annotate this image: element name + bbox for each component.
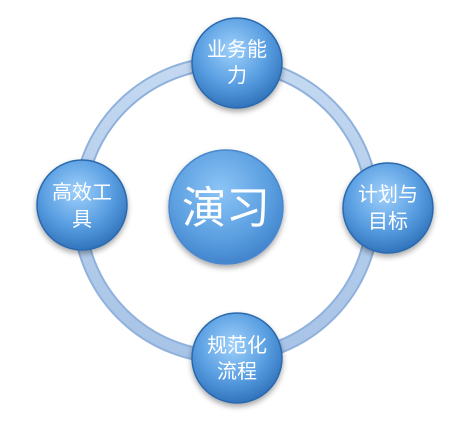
node-efficient-tools: 高效工 具	[36, 159, 128, 251]
node-standardized-process: 规范化 流程	[191, 312, 283, 404]
node-plan-and-goal: 计划与 目标	[342, 162, 434, 254]
node-label-line1: 计划与	[358, 182, 418, 206]
center-node: 演习	[168, 149, 284, 265]
node-label-line1: 业务能	[207, 37, 267, 61]
node-label-line1: 规范化	[207, 333, 267, 357]
node-label-line2: 目标	[368, 209, 408, 233]
node-label-line2: 力	[227, 63, 247, 87]
node-label-line2: 流程	[217, 359, 257, 383]
node-label-line1: 高效工	[52, 180, 112, 204]
center-label: 演习	[182, 183, 270, 234]
node-business-ability: 业务能 力	[191, 17, 283, 109]
node-label-line2: 具	[72, 207, 92, 231]
